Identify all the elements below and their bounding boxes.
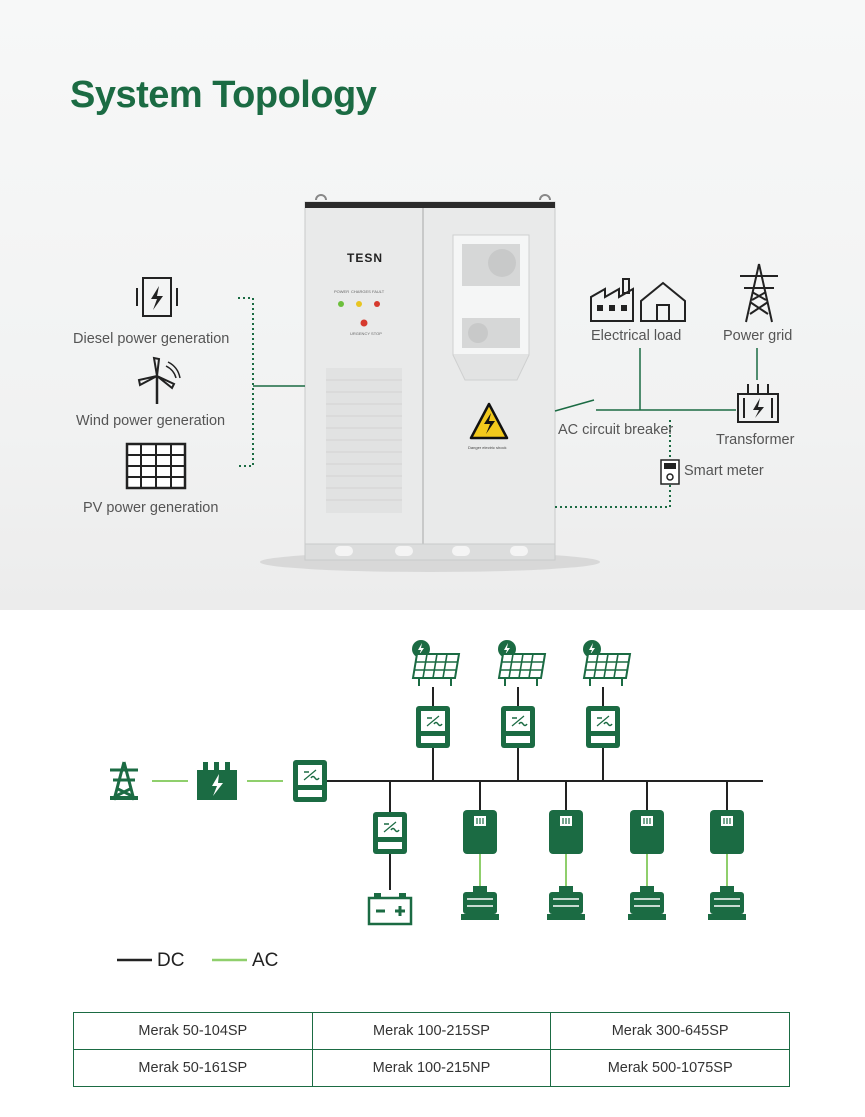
solar-panel-icon bbox=[125, 442, 187, 490]
inverter-drive-icon bbox=[462, 809, 498, 855]
ac-breaker-label: AC circuit breaker bbox=[558, 422, 674, 438]
power-indicator bbox=[338, 301, 344, 307]
page-title: System Topology bbox=[70, 74, 377, 116]
table-row: Merak 50-104SP Merak 100-215SP Merak 300… bbox=[73, 1012, 790, 1050]
power-grid-label: Power grid bbox=[723, 328, 793, 344]
lifting-eye-left bbox=[315, 194, 327, 201]
urgency-stop-button bbox=[360, 319, 368, 327]
upper-topology-diagram bbox=[238, 194, 758, 572]
motor-icon bbox=[546, 885, 586, 921]
smart-meter-icon bbox=[660, 459, 680, 485]
electrical-load-label: Electrical load bbox=[591, 328, 682, 344]
warning-label: Danger electric shock bbox=[468, 445, 507, 450]
transformer-label: Transformer bbox=[716, 432, 795, 448]
smart-meter-label: Smart meter bbox=[684, 463, 764, 479]
lifting-eye-right bbox=[539, 194, 551, 201]
battery-icon bbox=[367, 893, 413, 926]
legend-dc-label: DC bbox=[157, 950, 185, 971]
cabinet-base bbox=[304, 543, 556, 561]
indicator-label-charges: CHARGES bbox=[351, 289, 371, 294]
base-slot bbox=[452, 546, 470, 556]
pv-label: PV power generation bbox=[83, 500, 219, 516]
grid-transformer-icon bbox=[197, 762, 237, 800]
indicator-label-power: POWER bbox=[334, 289, 350, 294]
factory-house-icon bbox=[590, 278, 686, 322]
indicator-label-fault: FAULT bbox=[372, 289, 385, 294]
model-cell: Merak 100-215NP bbox=[311, 1049, 552, 1087]
lightning-icon bbox=[484, 413, 495, 434]
table-row: Merak 50-161SP Merak 100-215NP Merak 500… bbox=[73, 1049, 790, 1087]
ac-hood bbox=[452, 354, 530, 381]
cabinet-top-rim bbox=[305, 202, 555, 208]
generation-bracket bbox=[238, 297, 254, 467]
model-table: Merak 50-104SP Merak 100-215SP Merak 300… bbox=[73, 1012, 790, 1087]
grid-tower-icon bbox=[110, 761, 138, 801]
diesel-generator-icon bbox=[136, 277, 178, 317]
fault-indicator bbox=[374, 301, 380, 307]
inverter-drive-icon bbox=[548, 809, 584, 855]
cabinet-brand: TESN bbox=[347, 251, 384, 265]
power-tower-icon bbox=[740, 263, 778, 323]
base-slot bbox=[510, 546, 528, 556]
inverter-drive-icon bbox=[709, 809, 745, 855]
diesel-label: Diesel power generation bbox=[73, 331, 230, 347]
base-slot bbox=[335, 546, 353, 556]
motor-icon bbox=[460, 885, 500, 921]
base-slot bbox=[395, 546, 413, 556]
model-cell: Merak 50-161SP bbox=[73, 1049, 313, 1087]
wind-turbine-icon bbox=[137, 356, 181, 404]
motor-icon bbox=[707, 885, 747, 921]
ac-fan bbox=[488, 249, 516, 277]
charges-indicator bbox=[356, 301, 362, 307]
model-cell: Merak 100-215SP bbox=[311, 1012, 552, 1050]
battery-converter-icon bbox=[372, 811, 408, 855]
ac-breaker-switch bbox=[554, 399, 595, 412]
solar-panel-icon bbox=[582, 639, 631, 687]
inverter-drive-icon bbox=[629, 809, 665, 855]
solar-panel-icon bbox=[497, 639, 546, 687]
dcdc-converter-icon bbox=[500, 705, 536, 749]
model-cell: Merak 50-104SP bbox=[73, 1012, 313, 1050]
dcdc-converter-icon bbox=[415, 705, 451, 749]
motor-icon bbox=[627, 885, 667, 921]
urgency-stop-label: URGENCY STOP bbox=[350, 331, 382, 336]
meter-communication-line bbox=[555, 420, 671, 508]
main-pcs-icon bbox=[292, 759, 328, 803]
wind-label: Wind power generation bbox=[76, 413, 226, 429]
solar-panel-icon bbox=[411, 639, 460, 687]
model-cell: Merak 500-1075SP bbox=[550, 1049, 790, 1087]
legend-ac-label: AC bbox=[252, 950, 279, 971]
dcdc-converter-icon bbox=[585, 705, 621, 749]
transformer-icon bbox=[737, 384, 779, 423]
model-cell: Merak 300-645SP bbox=[550, 1012, 790, 1050]
ac-fan bbox=[468, 323, 488, 343]
